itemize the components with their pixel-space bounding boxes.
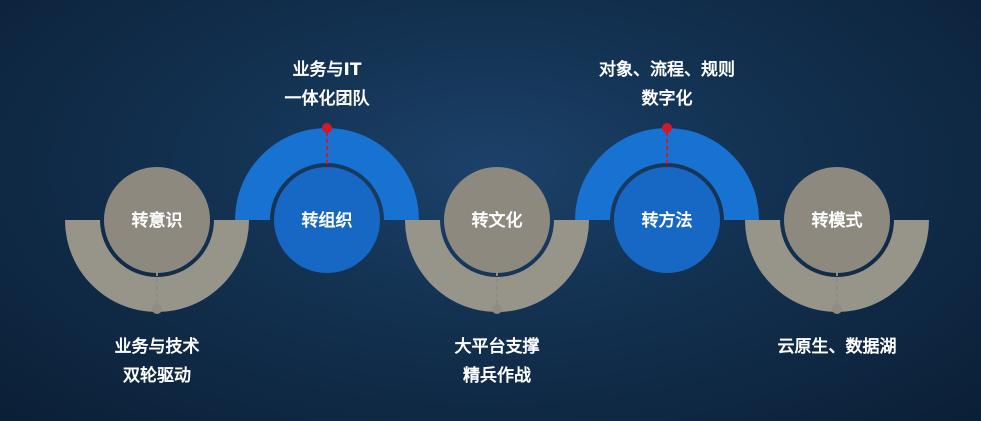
caption-3-line-2: 精兵作战 [463, 365, 531, 386]
caption-5-line-1: 云原生、数据湖 [778, 336, 897, 357]
stage-label-3: 转文化 [472, 210, 523, 231]
caption-1-line-1: 业务与技术 [115, 336, 200, 357]
caption-4-line-1: 对象、流程、规则 [599, 59, 735, 80]
band-blue-4 [575, 128, 759, 220]
band-gray-3 [405, 220, 589, 312]
stage-label-5: 转模式 [812, 210, 863, 231]
caption-2-line-1: 业务与IT [293, 59, 362, 80]
connector-dot-5 [832, 304, 842, 314]
caption-4-line-2: 数字化 [642, 88, 693, 109]
band-gray-1 [65, 220, 249, 312]
connector-dot-1 [152, 304, 162, 314]
stage-circle-4 [614, 167, 720, 273]
stage-circle-2 [274, 167, 380, 273]
connector-dot-4 [662, 123, 672, 133]
caption-3-line-1: 大平台支撑 [455, 336, 540, 357]
stage-label-4: 转方法 [642, 210, 693, 231]
connector-dot-3 [492, 304, 502, 314]
caption-2-line-2: 一体化团队 [285, 88, 371, 109]
connector-dot-2 [322, 123, 332, 133]
stage-circle-3 [444, 167, 550, 273]
stage-label-1: 转意识 [132, 210, 183, 231]
caption-1-line-2: 双轮驱动 [123, 365, 191, 386]
stage-circle-5 [784, 167, 890, 273]
stage-label-2: 转组织 [302, 210, 353, 231]
stage-circle-1 [104, 167, 210, 273]
band-gray-5 [745, 220, 929, 312]
band-blue-2 [235, 128, 419, 220]
